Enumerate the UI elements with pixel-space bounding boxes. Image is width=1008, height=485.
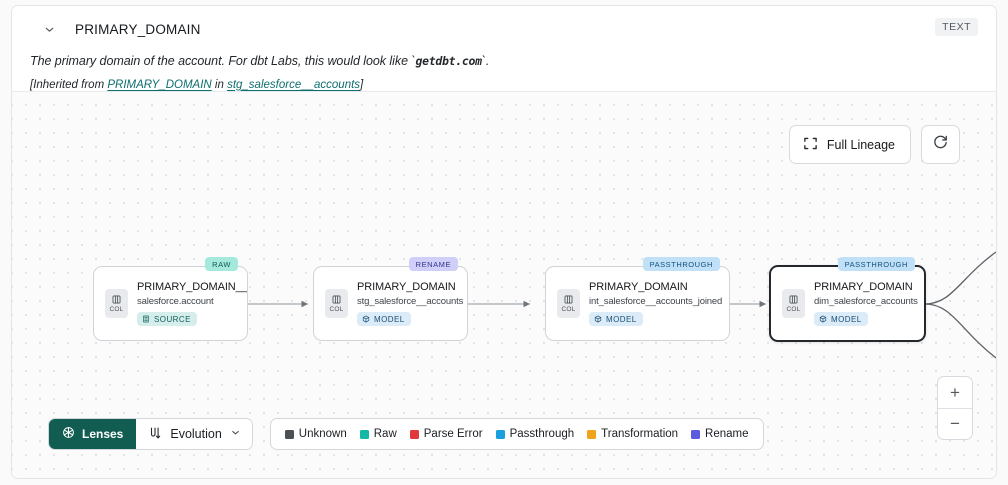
legend-item-parse-error[interactable]: Parse Error [409,428,483,440]
legend-item-transformation[interactable]: Transformation [587,428,678,440]
node-tag: PASSTHROUGH [642,257,720,271]
cube-icon [362,315,370,323]
node-kind-label: MODEL [606,314,637,324]
aperture-icon [62,426,75,442]
chevron-down-icon [230,427,241,441]
legend-label: Raw [373,428,397,440]
col-chip: COL [557,289,580,318]
node-title: PRIMARY_DOMAIN__C [137,281,247,293]
description-code: getdbt.com [415,54,483,68]
page-title: PRIMARY_DOMAIN [75,21,201,37]
description-text-post: `. [481,54,490,68]
full-lineage-label: Full Lineage [826,137,895,152]
lineage-legend: Unknown Raw Parse Error Passthrough [269,418,764,450]
col-chip: COL [782,289,805,318]
legend-label: Passthrough [509,428,575,440]
zoom-controls: + − [937,376,973,440]
node-body: PRIMARY_DOMAIN stg_salesforce__accounts … [357,281,463,326]
node-kind-badge: MODEL [589,312,643,326]
legend-item-unknown[interactable]: Unknown [284,428,347,440]
inherited-suffix: ] [360,78,364,91]
legend-label: Rename [705,428,749,440]
description-text-pre: The primary domain of the account. For d… [30,54,416,68]
lineage-canvas[interactable]: Full Lineage + − [12,91,996,478]
col-chip: COL [105,289,128,318]
node-title: PRIMARY_DOMAIN [589,281,688,293]
legend-swatch [495,429,505,439]
legend-item-raw[interactable]: Raw [359,428,397,440]
expand-corners-icon [803,136,818,154]
legend-swatch [359,429,369,439]
type-badge: TEXT [935,18,978,36]
legend-label: Parse Error [423,428,483,440]
legend-swatch [409,429,419,439]
column-icon [789,295,798,304]
legend-label: Unknown [298,428,347,440]
column-icon [332,295,341,304]
column-description: The primary domain of the account. For d… [30,53,978,70]
node-title: PRIMARY_DOMAIN [357,281,456,293]
database-icon [143,315,149,323]
evolution-button[interactable]: Evolution [136,419,252,449]
legend-item-passthrough[interactable]: Passthrough [495,428,575,440]
refresh-button[interactable] [921,125,960,164]
legend-label: Transformation [601,428,679,440]
node-tag: PASSTHROUGH [837,257,915,271]
inherited-prefix: [Inherited from [30,78,108,91]
evolution-icon [148,426,162,443]
node-subtitle: dim_salesforce_accounts [814,296,918,307]
col-chip-label: COL [786,306,801,313]
canvas-bottom-toolbar: Lenses Evolution [48,418,764,450]
lineage-node[interactable]: RENAME COL PRIMARY_DOMAIN stg_salesforce… [313,257,468,341]
card-header: PRIMARY_DOMAIN TEXT The primary domain o… [12,6,996,91]
evolution-label: Evolution [170,427,222,441]
node-kind-badge: MODEL [814,312,868,326]
lineage-node[interactable]: RAW COL PRIMARY_DOMAIN__C salesforce.acc… [93,257,248,341]
lens-button-group: Lenses Evolution [48,418,253,450]
lenses-button[interactable]: Lenses [49,419,137,449]
column-icon [564,295,573,304]
full-lineage-button[interactable]: Full Lineage [788,125,911,164]
node-kind-label: SOURCE [154,314,191,324]
col-chip-label: COL [329,306,344,313]
node-body: PRIMARY_DOMAIN__C salesforce.account SOU… [137,281,247,326]
inherited-column-link[interactable]: PRIMARY_DOMAIN [107,78,212,91]
column-detail-card: PRIMARY_DOMAIN TEXT The primary domain o… [11,5,997,479]
canvas-top-controls: Full Lineage [788,125,960,164]
node-body: PRIMARY_DOMAIN int_salesforce__accounts_… [589,281,722,326]
lineage-node-selected[interactable]: PASSTHROUGH COL PRIMARY_DOMAIN dim_sales… [769,257,926,342]
cube-icon [594,315,602,323]
col-chip-label: COL [109,306,124,313]
node-kind-badge: SOURCE [137,312,197,326]
inherited-middle: in [211,78,228,91]
legend-item-rename[interactable]: Rename [691,428,749,440]
node-kind-label: MODEL [831,314,862,324]
node-subtitle: stg_salesforce__accounts [357,296,464,307]
inherited-from-note: [Inherited from PRIMARY_DOMAIN in stg_sa… [30,79,978,91]
col-chip-label: COL [561,306,576,313]
cube-icon [819,315,827,323]
zoom-in-button[interactable]: + [950,382,960,402]
lineage-node[interactable]: PASSTHROUGH COL PRIMARY_DOMAIN int_sales… [545,257,730,341]
lineage-graph: RAW COL PRIMARY_DOMAIN__C salesforce.acc… [12,92,996,478]
legend-swatch [587,429,597,439]
lenses-label: Lenses [82,427,124,441]
node-kind-badge: MODEL [357,312,411,326]
chevron-down-icon[interactable] [42,22,56,36]
node-subtitle: salesforce.account [137,296,214,307]
node-title: PRIMARY_DOMAIN [814,281,913,293]
legend-swatch [284,429,294,439]
node-body: PRIMARY_DOMAIN dim_salesforce_accounts M… [814,281,918,326]
node-tag: RAW [205,257,238,271]
node-subtitle: int_salesforce__accounts_joined [589,296,723,307]
column-icon [112,295,121,304]
node-tag: RENAME [408,257,458,271]
refresh-icon [932,134,949,156]
legend-swatch [691,429,701,439]
inherited-model-link[interactable]: stg_salesforce__accounts [227,78,361,91]
col-chip: COL [325,289,348,318]
node-kind-label: MODEL [374,314,405,324]
header-title-row: PRIMARY_DOMAIN [30,18,978,40]
zoom-out-button[interactable]: − [938,408,972,439]
